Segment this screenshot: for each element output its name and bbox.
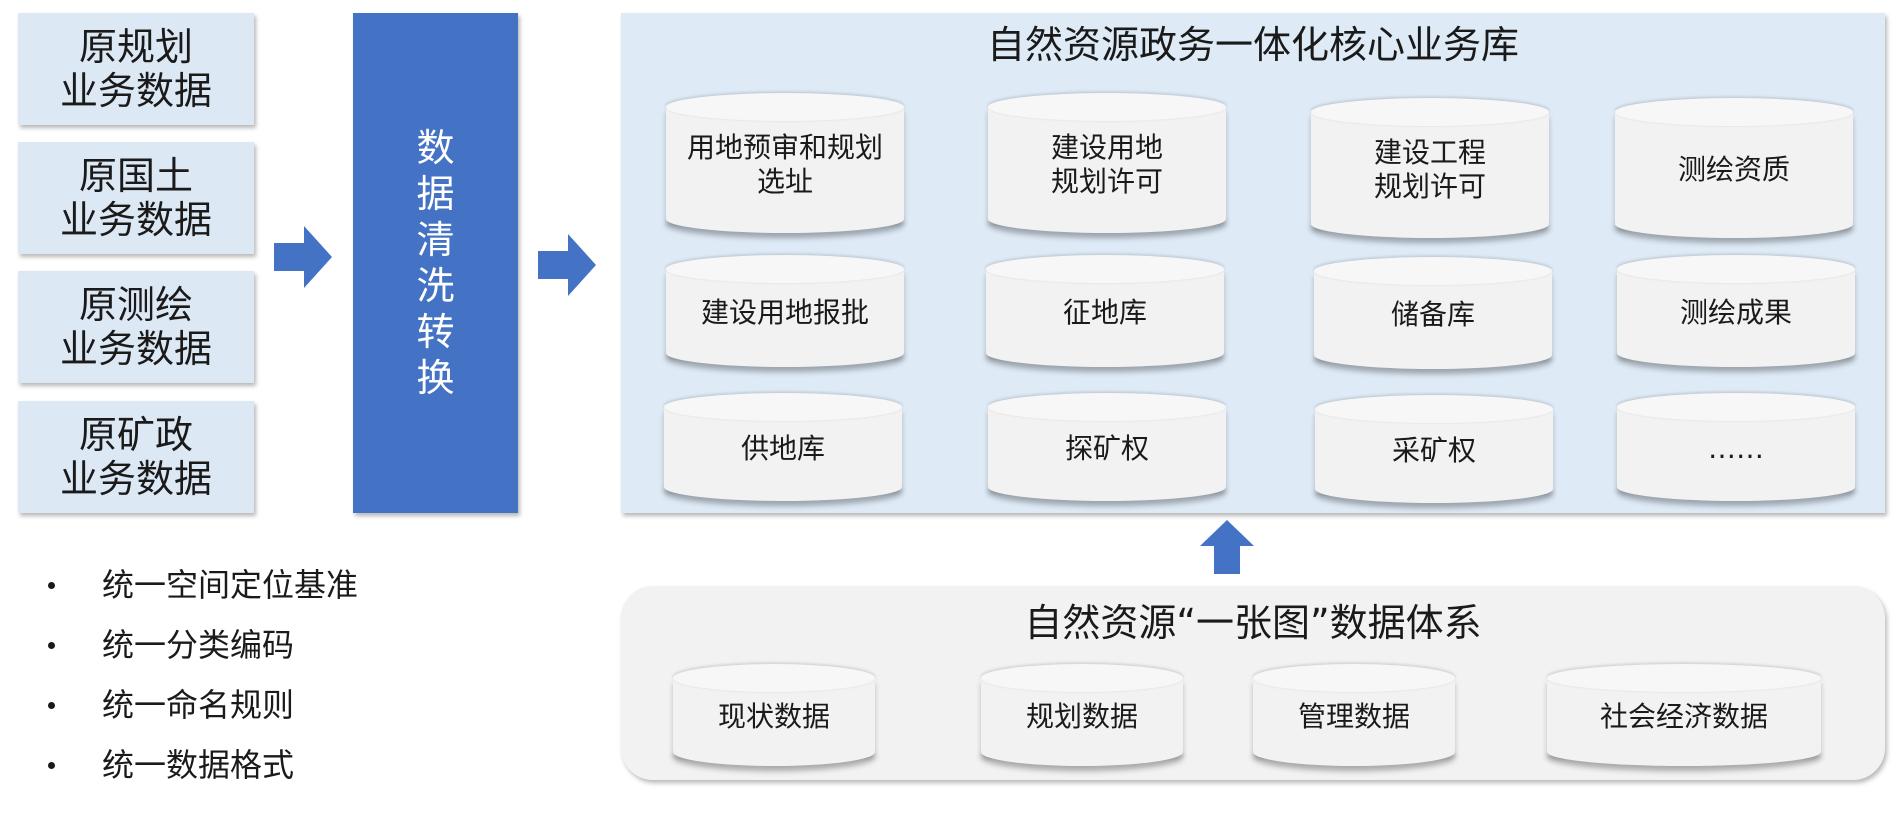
bullet-icon <box>48 582 55 589</box>
principle-text: 统一空间定位基准 <box>102 566 359 604</box>
core-item-line2: 规划许可 <box>1050 165 1163 198</box>
source-box-line1: 原矿政 <box>78 413 193 457</box>
principle-text: 统一命名规则 <box>102 686 295 724</box>
one-map-item: 现状数据 <box>673 664 875 766</box>
core-item-line1: 用地预审和规划 <box>686 131 883 164</box>
right-arrow-icon <box>538 234 596 296</box>
bullet-icon <box>48 702 55 709</box>
source-box-line2: 业务数据 <box>59 69 212 113</box>
source-box-line1: 原国土 <box>78 154 193 198</box>
bullet-icon <box>48 642 55 649</box>
one-map-panel: 自然资源“一张图”数据体系 现状数据 规划数据 管理数据 社会经济数据 <box>621 586 1885 780</box>
principle-text: 统一数据格式 <box>102 746 295 784</box>
one-map-item-label: 规划数据 <box>1025 700 1138 733</box>
one-map-item-label: 现状数据 <box>717 700 830 733</box>
principle-item: 统一命名规则 <box>40 680 358 740</box>
source-box-mining: 原矿政 业务数据 <box>18 401 254 513</box>
up-arrow-icon <box>1200 520 1254 574</box>
one-map-title: 自然资源“一张图”数据体系 <box>1024 601 1482 645</box>
one-map-item: 规划数据 <box>981 664 1183 766</box>
right-arrow-icon <box>274 226 332 288</box>
core-item-line1: 征地库 <box>1062 296 1147 329</box>
core-library-item: …… <box>1617 393 1855 501</box>
source-box-land: 原国土 业务数据 <box>18 142 254 254</box>
one-map-item: 管理数据 <box>1253 664 1455 766</box>
principle-item: 统一空间定位基准 <box>40 560 358 620</box>
core-item-line1: 探矿权 <box>1064 432 1149 465</box>
one-map-item-label: 管理数据 <box>1297 700 1410 733</box>
source-box-line1: 原测绘 <box>78 283 193 327</box>
core-library-item: 用地预审和规划 选址 <box>666 93 904 233</box>
core-library-item: 供地库 <box>664 393 902 501</box>
core-library-item: 建设用地报批 <box>666 255 904 367</box>
core-library-item: 探矿权 <box>988 393 1226 501</box>
source-box-line2: 业务数据 <box>59 198 212 242</box>
core-library-item: 测绘成果 <box>1617 255 1855 367</box>
core-item-line2: 规划许可 <box>1373 170 1486 203</box>
core-library-item: 采矿权 <box>1315 395 1553 503</box>
core-item-line1: 测绘资质 <box>1677 153 1790 186</box>
core-library-panel: 自然资源政务一体化核心业务库 用地预审和规划 选址 建设用地 规划许可 建设工程… <box>621 13 1885 513</box>
core-library-item: 储备库 <box>1314 257 1552 369</box>
core-item-line1: 储备库 <box>1390 298 1475 331</box>
source-box-line2: 业务数据 <box>59 327 212 371</box>
source-box-line1: 原规划 <box>78 25 193 69</box>
core-item-line2: 选址 <box>756 165 813 198</box>
bullet-icon <box>48 762 55 769</box>
data-cleaning-label: 数据清洗转换 <box>416 126 455 400</box>
core-item-line1: 建设用地 <box>1050 131 1163 164</box>
core-item-line1: 测绘成果 <box>1679 296 1792 329</box>
principles-list: 统一空间定位基准 统一分类编码 统一命名规则 统一数据格式 <box>40 560 358 800</box>
principle-item: 统一分类编码 <box>40 620 358 680</box>
core-library-item: 测绘资质 <box>1615 98 1853 238</box>
core-library-title: 自然资源政务一体化核心业务库 <box>986 23 1519 67</box>
principle-text: 统一分类编码 <box>102 626 295 664</box>
source-box-surveying: 原测绘 业务数据 <box>18 271 254 383</box>
principle-item: 统一数据格式 <box>40 740 358 800</box>
one-map-item-label: 社会经济数据 <box>1599 700 1768 733</box>
core-item-line1: 供地库 <box>740 432 825 465</box>
core-item-line1: …… <box>1708 432 1764 465</box>
source-box-line2: 业务数据 <box>59 457 212 501</box>
core-item-line1: 建设用地报批 <box>700 296 869 329</box>
core-library-item: 征地库 <box>986 255 1224 367</box>
core-item-line1: 建设工程 <box>1373 136 1486 169</box>
data-cleaning-box: 数据清洗转换 <box>353 13 518 513</box>
source-box-planning: 原规划 业务数据 <box>18 13 254 125</box>
one-map-item: 社会经济数据 <box>1547 664 1821 766</box>
core-library-item: 建设工程 规划许可 <box>1311 98 1549 238</box>
core-item-line1: 采矿权 <box>1391 434 1476 467</box>
core-library-item: 建设用地 规划许可 <box>988 93 1226 233</box>
